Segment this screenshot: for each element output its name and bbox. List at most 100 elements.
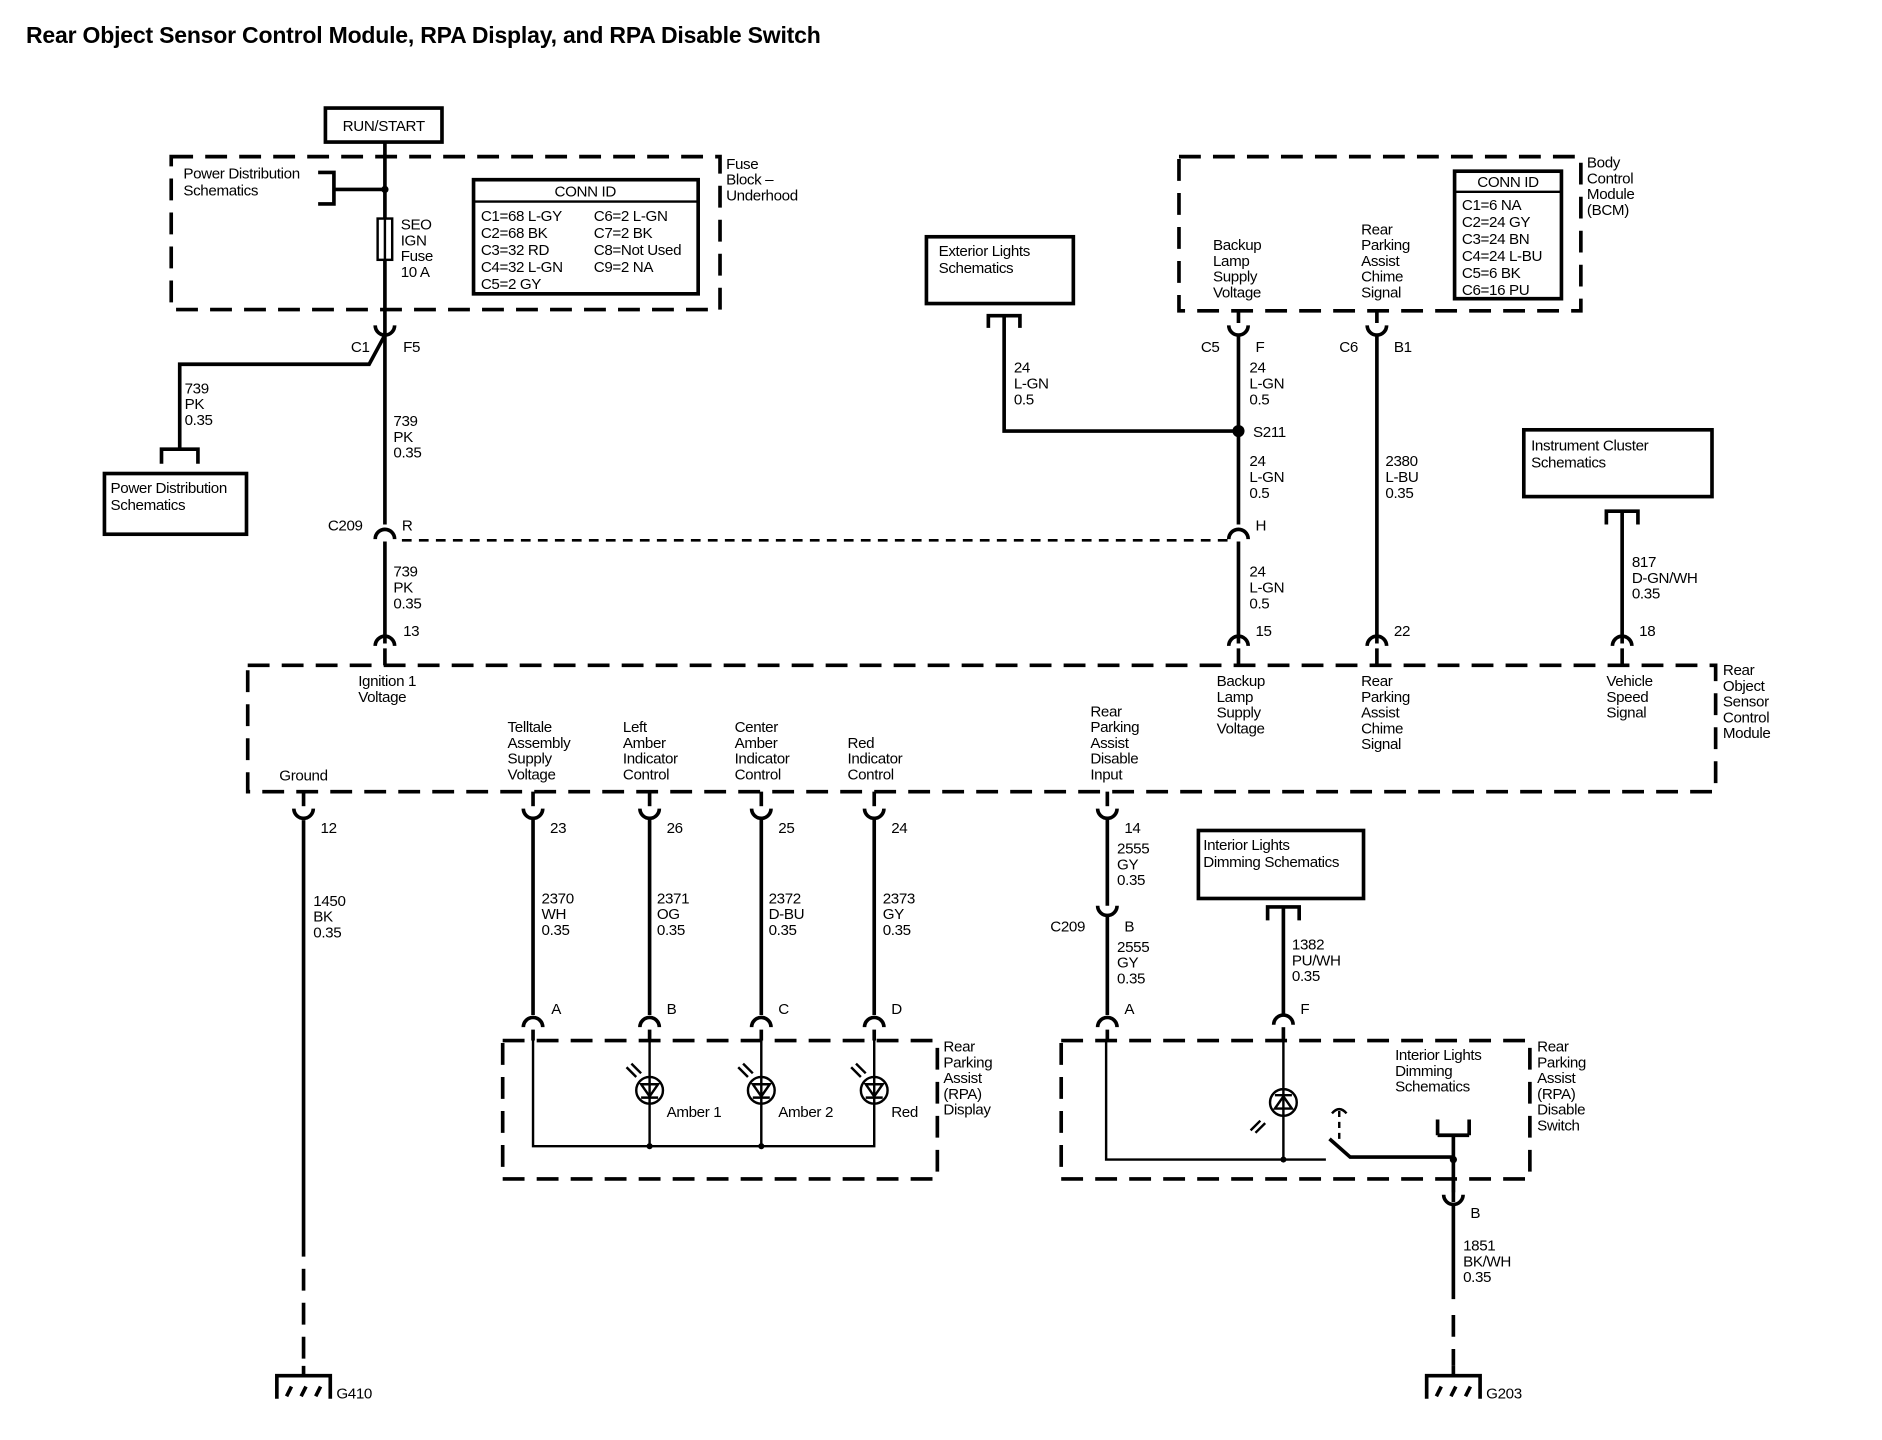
svg-text:Rear: Rear bbox=[943, 1038, 975, 1055]
svg-text:B: B bbox=[667, 1001, 677, 1018]
svg-text:24: 24 bbox=[1249, 564, 1265, 581]
bcm-chime-label: Rear Parking Assist Chime Signal bbox=[1361, 221, 1410, 301]
svg-text:24: 24 bbox=[1014, 360, 1030, 377]
svg-text:2372: 2372 bbox=[769, 890, 801, 907]
svg-text:15: 15 bbox=[1255, 623, 1271, 640]
svg-text:B1: B1 bbox=[1394, 339, 1412, 356]
exterior-lights-ref-box[interactable]: Exterior Lights Schematics bbox=[924, 234, 1076, 306]
svg-text:Parking: Parking bbox=[1361, 237, 1410, 254]
svg-text:C6=16 PU: C6=16 PU bbox=[1462, 282, 1529, 299]
fuse-block-underhood: Fuse Block – Underhood Power Distributio… bbox=[169, 142, 798, 336]
svg-text:Lamp: Lamp bbox=[1217, 689, 1253, 706]
rpa-switch-label: Rear Parking Assist (RPA) Disable Switch bbox=[1537, 1038, 1586, 1134]
svg-text:IGN: IGN bbox=[401, 232, 427, 249]
svg-text:0.35: 0.35 bbox=[883, 922, 911, 939]
svg-text:Indicator: Indicator bbox=[623, 751, 678, 768]
svg-text:F: F bbox=[1300, 1001, 1309, 1018]
disable-switch-contact-icon bbox=[1328, 1107, 1453, 1159]
svg-text:(RPA): (RPA) bbox=[943, 1086, 982, 1103]
svg-text:Voltage: Voltage bbox=[358, 689, 406, 706]
wire-24-exterior bbox=[986, 313, 1239, 433]
svg-text:PK: PK bbox=[185, 396, 205, 413]
wire-817-vss bbox=[1604, 509, 1640, 644]
svg-text:Display: Display bbox=[943, 1102, 991, 1119]
svg-text:0.35: 0.35 bbox=[1292, 968, 1320, 985]
svg-text:C5=2 GY: C5=2 GY bbox=[481, 276, 541, 293]
svg-text:0.35: 0.35 bbox=[1117, 872, 1145, 889]
svg-text:Rear: Rear bbox=[1361, 221, 1393, 238]
run-start-label: RUN/START bbox=[343, 118, 425, 135]
svg-text:GY: GY bbox=[1117, 955, 1138, 972]
wire-label-739-lower: 739 PK 0.35 bbox=[393, 564, 421, 613]
svg-text:0.5: 0.5 bbox=[1249, 391, 1269, 408]
svg-text:1851: 1851 bbox=[1463, 1238, 1495, 1255]
led-label-amber-2: Amber 2 bbox=[778, 1104, 833, 1121]
svg-text:Control: Control bbox=[735, 766, 781, 783]
svg-text:Rear: Rear bbox=[1090, 703, 1122, 720]
pin-label-red: Red Indicator Control bbox=[848, 735, 904, 784]
wire-label-2380: 2380 L-BU 0.35 bbox=[1385, 453, 1418, 502]
svg-text:Signal: Signal bbox=[1606, 705, 1646, 722]
svg-text:GY: GY bbox=[1117, 856, 1138, 873]
pin-14: 14 bbox=[1095, 791, 1141, 897]
svg-text:Schematics: Schematics bbox=[1395, 1079, 1470, 1096]
svg-text:Dimming: Dimming bbox=[1395, 1063, 1452, 1080]
svg-text:0.35: 0.35 bbox=[1385, 485, 1413, 502]
wire-label-24-low: 24 L-GN 0.5 bbox=[1249, 564, 1284, 613]
power-distribution-ref-box[interactable]: Power Distribution Schematics bbox=[102, 471, 249, 537]
svg-text:C1=68 L-GY: C1=68 L-GY bbox=[481, 208, 562, 225]
svg-text:C6: C6 bbox=[1339, 339, 1358, 356]
svg-text:CONN ID: CONN ID bbox=[555, 184, 617, 201]
pin-24: 24 bbox=[862, 791, 908, 1041]
svg-text:Parking: Parking bbox=[943, 1054, 992, 1071]
svg-text:0.5: 0.5 bbox=[1249, 595, 1269, 612]
svg-text:GY: GY bbox=[883, 906, 904, 923]
svg-text:23: 23 bbox=[550, 820, 566, 837]
pin-label-ground: Ground bbox=[279, 768, 327, 785]
pin-23: 23 bbox=[521, 791, 567, 1041]
svg-text:C3=24 BN: C3=24 BN bbox=[1462, 231, 1529, 248]
svg-text:0.35: 0.35 bbox=[769, 922, 797, 939]
svg-text:13: 13 bbox=[403, 623, 419, 640]
pin-label-vss: Vehicle Speed Signal bbox=[1606, 673, 1653, 722]
svg-text:2555: 2555 bbox=[1117, 939, 1149, 956]
svg-text:L-GN: L-GN bbox=[1249, 580, 1284, 597]
svg-text:Speed: Speed bbox=[1606, 689, 1648, 706]
wire-label-24-exterior: 24 L-GN 0.5 bbox=[1014, 360, 1049, 409]
svg-text:Interior Lights: Interior Lights bbox=[1203, 837, 1290, 854]
svg-text:D-GN/WH: D-GN/WH bbox=[1632, 570, 1698, 587]
svg-text:2371: 2371 bbox=[657, 890, 689, 907]
svg-text:Parking: Parking bbox=[1090, 719, 1139, 736]
instrument-cluster-ref-box[interactable]: Instrument Cluster Schematics bbox=[1521, 427, 1714, 499]
svg-text:Dimming Schematics: Dimming Schematics bbox=[1203, 854, 1340, 871]
svg-text:Underhood: Underhood bbox=[726, 187, 798, 204]
rpa-display: Rear Parking Assist (RPA) Display Amber … bbox=[500, 1038, 993, 1181]
interior-dimming-ref-box[interactable]: Interior Lights Dimming Schematics bbox=[1196, 828, 1366, 901]
pin-label-left-amber: Left Amber Indicator Control bbox=[623, 719, 679, 783]
led-amber-2-icon bbox=[737, 1062, 776, 1105]
svg-text:BK/WH: BK/WH bbox=[1463, 1253, 1511, 1270]
svg-text:B: B bbox=[1124, 918, 1134, 935]
svg-text:Chime: Chime bbox=[1361, 269, 1403, 286]
svg-text:Assist: Assist bbox=[1361, 253, 1400, 270]
svg-text:Voltage: Voltage bbox=[508, 766, 556, 783]
svg-text:18: 18 bbox=[1639, 623, 1655, 640]
svg-text:Disable: Disable bbox=[1090, 751, 1138, 768]
svg-text:Chime: Chime bbox=[1361, 720, 1403, 737]
svg-text:Center: Center bbox=[735, 719, 779, 736]
svg-text:Schematics: Schematics bbox=[183, 182, 258, 199]
rear-object-sensor-module: Rear Object Sensor Control Module Igniti… bbox=[245, 662, 1771, 794]
svg-text:Disable: Disable bbox=[1537, 1102, 1585, 1119]
svg-text:0.35: 0.35 bbox=[1463, 1269, 1491, 1286]
svg-text:0.35: 0.35 bbox=[1632, 586, 1660, 603]
svg-text:C9=2 NA: C9=2 NA bbox=[594, 259, 655, 276]
svg-text:F: F bbox=[1255, 339, 1264, 356]
svg-text:Parking: Parking bbox=[1361, 689, 1410, 706]
svg-text:Lamp: Lamp bbox=[1213, 253, 1249, 270]
svg-text:C7=2 BK: C7=2 BK bbox=[594, 225, 653, 242]
svg-text:Assist: Assist bbox=[1537, 1070, 1576, 1087]
svg-text:Supply: Supply bbox=[508, 751, 553, 768]
wire-label-24-top: 24 L-GN 0.5 bbox=[1249, 360, 1284, 409]
